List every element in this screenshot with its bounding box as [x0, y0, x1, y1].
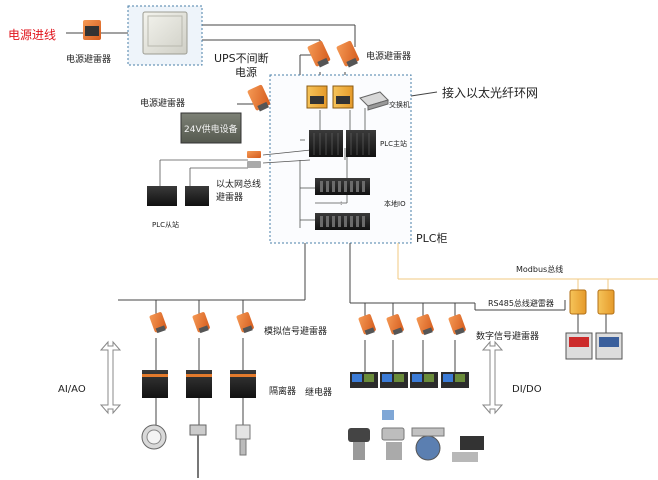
- valve-actuators: [348, 410, 484, 462]
- fiber-ring-label: 接入以太光纤环网: [442, 86, 539, 100]
- switch-icon: [359, 91, 389, 111]
- analog-surge-arresters: [149, 312, 254, 334]
- aiao-arrow: [99, 340, 122, 415]
- psu-24v-label: 24V供电设备: [184, 125, 238, 135]
- modbus-label: Modbus总线: [516, 265, 564, 274]
- surge-power-top-label: 电源避雷器: [366, 52, 412, 62]
- digital-surge-label: 数字信号避雷器: [476, 332, 540, 342]
- digital-surge-arresters: [358, 314, 466, 336]
- power-in-label: 电源进线: [8, 28, 57, 42]
- plc-slave-racks: [147, 186, 209, 206]
- relay-modules: [350, 372, 469, 388]
- relay-label: 继电器: [305, 388, 333, 398]
- svg-text::: :: [340, 199, 342, 207]
- switch-label: 交换机: [389, 101, 410, 109]
- surge-arrester-power-in: [83, 20, 101, 40]
- rs485-surge-label: RS485总线避雷器: [488, 299, 554, 308]
- dido-arrow: [481, 340, 504, 415]
- dido-label: DI/DO: [512, 384, 542, 395]
- ups-label-2: 电源: [235, 66, 257, 79]
- surge-arrester-ups-1: [307, 40, 331, 68]
- surge-arrester-ups-2: [336, 40, 360, 68]
- surge-power-mid-label: 电源避雷器: [140, 99, 186, 109]
- modbus-line: [397, 243, 658, 290]
- plc-slave-label: PLC从站: [152, 221, 180, 229]
- psu-24v: [180, 112, 242, 144]
- surge-power-left-label: 电源避雷器: [66, 55, 112, 65]
- plc-cabinet-label: PLC柜: [416, 232, 448, 245]
- panel-meters: [565, 332, 623, 360]
- eth-surge-label-2: 避雷器: [216, 193, 244, 203]
- aiao-label: AI/AO: [58, 384, 86, 395]
- isolator-label: 隔离器: [269, 387, 297, 397]
- plc-main-rack: [309, 130, 376, 157]
- cabinet-breakers: [306, 85, 354, 109]
- field-instruments-analog: [141, 424, 251, 478]
- eth-surge-label: 以太网总线: [216, 180, 262, 190]
- eth-surge-icons: [247, 151, 261, 168]
- analog-surge-label: 模拟信号避雷器: [264, 327, 328, 337]
- local-io-rack: :: [315, 178, 370, 230]
- plc-main-label: PLC主站: [380, 140, 408, 148]
- local-io-label: 本地IO: [384, 200, 406, 208]
- rs485-surge-arresters: [569, 289, 615, 315]
- cabinet-wiring: [159, 108, 366, 228]
- surge-arrester-24v: [247, 84, 271, 112]
- ups-label: UPS不间断: [214, 52, 269, 65]
- isolator-modules: [142, 370, 256, 398]
